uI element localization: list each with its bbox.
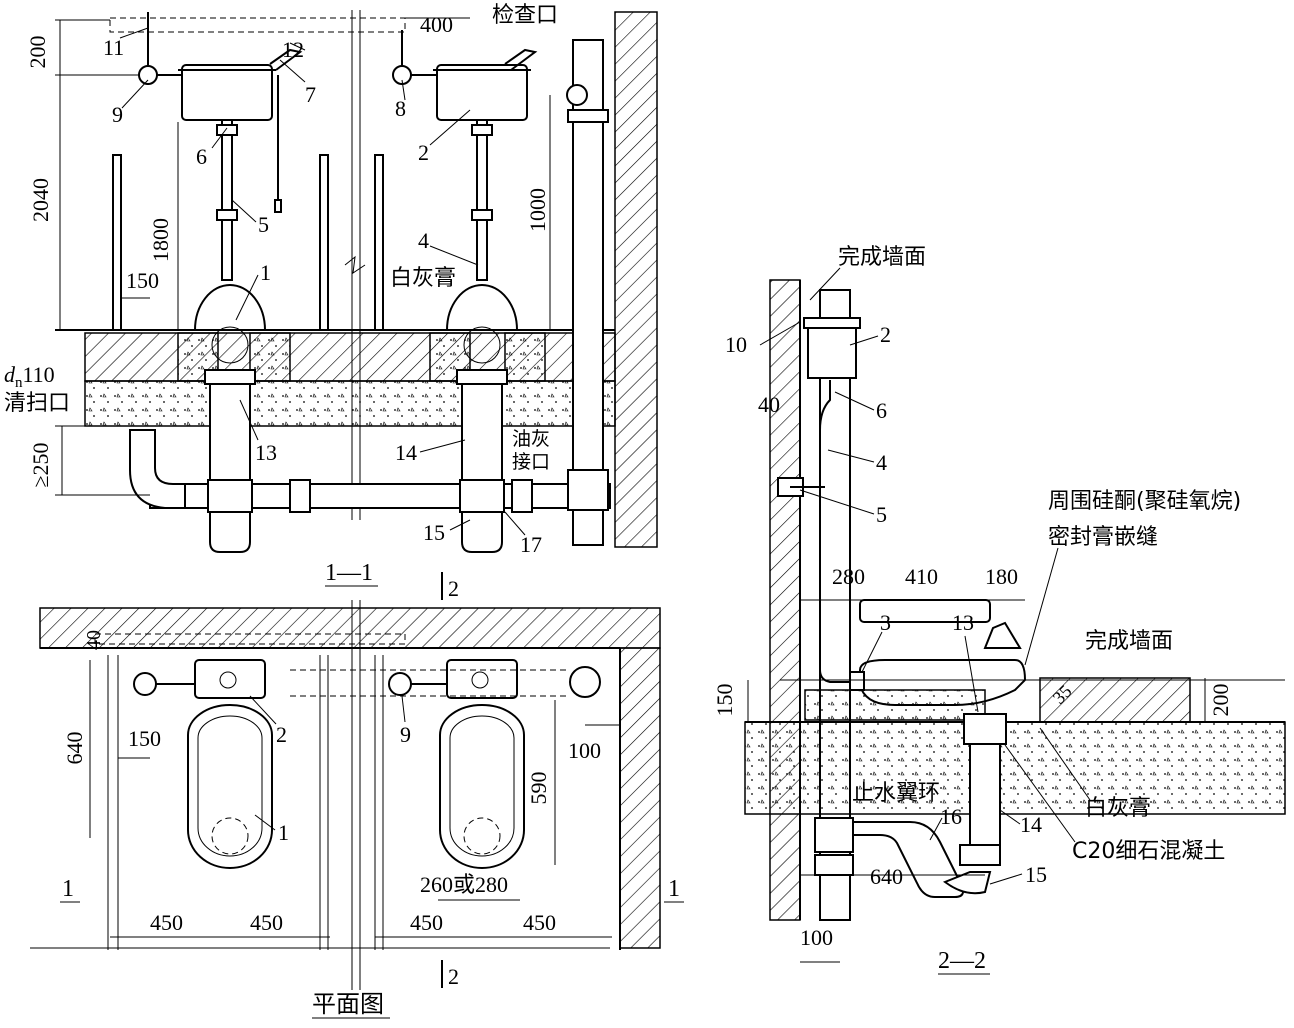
plan-dim-260-280: 260或280 bbox=[420, 872, 508, 897]
lime-putty-2-2-label: 白灰膏 bbox=[1085, 796, 1151, 821]
dim-2040: 2040 bbox=[28, 178, 53, 222]
floor-slab bbox=[84, 380, 616, 427]
callout-9: 9 bbox=[112, 102, 123, 127]
dim-1000: 1000 bbox=[525, 188, 550, 232]
dim-2-2-40: 40 bbox=[758, 392, 780, 417]
plan-dim-450b: 450 bbox=[250, 910, 283, 935]
callout-17: 17 bbox=[520, 532, 542, 557]
dim-2-2-200: 200 bbox=[1208, 684, 1233, 717]
callout-15: 15 bbox=[423, 520, 445, 545]
plan-callout-1: 1 bbox=[278, 820, 289, 845]
oil-putty-label-1: 油灰 bbox=[512, 428, 550, 450]
callout-1a: 1 bbox=[260, 260, 271, 285]
fine-concrete-label: C20细石混凝土 bbox=[1072, 839, 1225, 864]
cleanout-elbow bbox=[129, 429, 186, 509]
dim-250: ≥250 bbox=[28, 442, 53, 487]
plan-pan-left bbox=[133, 659, 273, 869]
section-2-2: 完成墙面 完成墙面 周围硅酮(聚硅氧烷) 密封膏嵌缝 止水翼环 白灰膏 C20细… bbox=[712, 245, 1286, 975]
lime-putty-label: 白灰膏 bbox=[390, 266, 456, 291]
plan-title: 平面图 bbox=[312, 990, 384, 1018]
cleanout-label: 清扫口 bbox=[4, 391, 70, 416]
inspection-port-label: 检查口 bbox=[492, 3, 558, 28]
c2-2-4: 4 bbox=[876, 450, 887, 475]
callout-5: 5 bbox=[258, 212, 269, 237]
callout-4: 4 bbox=[418, 228, 429, 253]
c2-2-16: 16 bbox=[940, 804, 962, 829]
plan-callout-2: 2 bbox=[276, 722, 287, 747]
c2-2-6: 6 bbox=[876, 398, 887, 423]
plan-callout-9: 9 bbox=[400, 722, 411, 747]
plan-dim-450d: 450 bbox=[523, 910, 556, 935]
pipe-size-label: dn110 bbox=[4, 362, 55, 391]
plan-section-marker-right: 1 bbox=[668, 876, 680, 902]
callout-13: 13 bbox=[255, 440, 277, 465]
wall-2-2 bbox=[769, 279, 801, 921]
c2-2-10: 10 bbox=[725, 332, 747, 357]
break-line bbox=[344, 255, 366, 275]
c2-2-13: 13 bbox=[952, 610, 974, 635]
plan-pan-right bbox=[388, 659, 601, 869]
plan-view: 40 640 150 590 100 260或280 450 450 450 4… bbox=[30, 600, 684, 1019]
plan-section-marker-left: 1 bbox=[62, 876, 74, 902]
callout-6: 6 bbox=[196, 144, 207, 169]
callout-11: 11 bbox=[103, 35, 124, 60]
callout-2: 2 bbox=[418, 140, 429, 165]
dim-150: 150 bbox=[126, 268, 159, 293]
callout-8: 8 bbox=[395, 96, 406, 121]
plan-dim-640: 640 bbox=[62, 732, 87, 765]
slab-2-2 bbox=[744, 721, 1286, 815]
finished-wall-top-label: 完成墙面 bbox=[838, 245, 926, 270]
plan-dim-100: 100 bbox=[568, 738, 601, 763]
dim-2-2-280: 280 bbox=[832, 564, 865, 589]
silicone-label-2: 密封膏嵌缝 bbox=[1048, 525, 1158, 550]
dim-2-2-100: 100 bbox=[800, 925, 833, 950]
callout-12: 12 bbox=[282, 37, 304, 62]
dim-400: 400 bbox=[420, 12, 453, 37]
section-2-2-title: 2—2 bbox=[938, 948, 986, 974]
trap-2-2 bbox=[849, 821, 965, 898]
supply-pipe-12 bbox=[109, 17, 406, 33]
c2-2-3: 3 bbox=[880, 610, 891, 635]
cistern-right bbox=[392, 48, 538, 281]
floor-finish-2-2 bbox=[1039, 677, 1191, 723]
plan-wall-right bbox=[619, 647, 661, 949]
dim-2-2-640: 640 bbox=[870, 864, 903, 889]
plan-dim-450c: 450 bbox=[410, 910, 443, 935]
dim-200: 200 bbox=[25, 36, 50, 69]
section-1-1-title: 1—1 bbox=[325, 560, 373, 586]
water-stop-ring-label: 止水翼环 bbox=[852, 781, 940, 806]
callout-7: 7 bbox=[305, 82, 316, 107]
section-1-1: 200 2040 1800 150 400 1000 ≥250 检查口 白灰膏 … bbox=[4, 3, 658, 601]
callout-14: 14 bbox=[395, 440, 417, 465]
c2-2-14: 14 bbox=[1020, 812, 1042, 837]
plan-wall-top bbox=[39, 607, 661, 649]
c2-2-15: 15 bbox=[1025, 862, 1047, 887]
c2-2-5: 5 bbox=[876, 502, 887, 527]
plan-dim-40: 40 bbox=[83, 630, 105, 650]
dim-2-2-410: 410 bbox=[905, 564, 938, 589]
oil-putty-label-2: 接口 bbox=[512, 451, 550, 473]
section-1-1-cut-marker: 2 bbox=[448, 576, 459, 601]
plan-cut-marker: 2 bbox=[448, 964, 459, 989]
plan-dim-150: 150 bbox=[128, 726, 161, 751]
plan-supply-pipe bbox=[94, 633, 406, 645]
dim-2-2-150: 150 bbox=[712, 684, 737, 717]
dim-2-2-180: 180 bbox=[985, 564, 1018, 589]
vent-stack bbox=[572, 39, 604, 546]
plan-dim-590: 590 bbox=[526, 772, 551, 805]
wall-right bbox=[614, 11, 658, 548]
cistern-left bbox=[138, 48, 303, 281]
dim-1800: 1800 bbox=[148, 218, 173, 262]
c2-2-2: 2 bbox=[880, 322, 891, 347]
plan-dim-450a: 450 bbox=[150, 910, 183, 935]
squat-pan-right bbox=[445, 284, 519, 385]
finished-wall-right-label: 完成墙面 bbox=[1085, 629, 1173, 654]
silicone-label-1: 周围硅酮(聚硅氧烷) bbox=[1048, 489, 1241, 514]
